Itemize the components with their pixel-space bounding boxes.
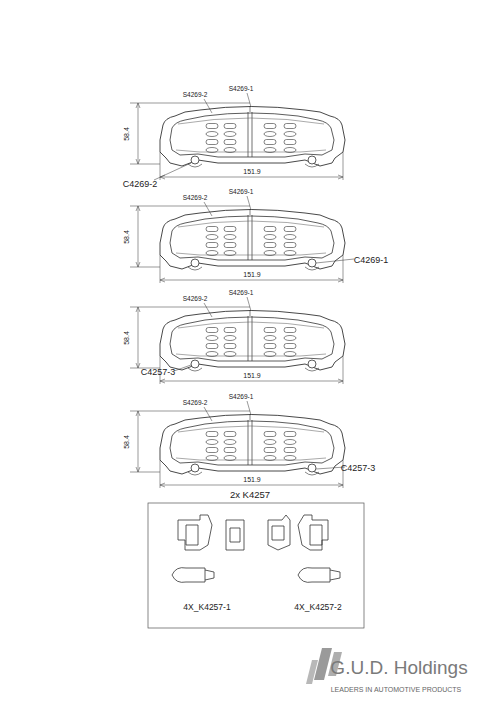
brand-name: G.U.D. Holdings (330, 658, 467, 677)
dimension: 151.9 (243, 168, 261, 175)
dimension: 151.9 (243, 271, 261, 278)
shim-label: S4269-1 (229, 394, 254, 401)
callout-number: C4269-1 (354, 256, 389, 265)
shim-label: S4269-2 (183, 400, 208, 407)
kit-frame (148, 503, 364, 628)
brake-pad (130, 93, 345, 180)
dimension: 58.4 (123, 127, 130, 141)
callout-number: C4257-3 (341, 464, 376, 473)
callout-number: C4269-2 (123, 180, 158, 189)
abutment-clips (172, 515, 340, 582)
brake-pad (130, 401, 345, 488)
kit-label: 2x K4257 (230, 490, 270, 500)
shim-label: S4269-1 (229, 189, 254, 196)
callout-number: C4257-3 (141, 368, 176, 377)
kit-label: 4X_K4257-1 (183, 603, 230, 612)
dimension: 151.9 (243, 372, 261, 379)
brand-tagline: LEADERS IN AUTOMOTIVE PRODUCTS (331, 686, 462, 693)
shim-label: S4269-1 (229, 86, 254, 93)
shim-label: S4269-2 (183, 92, 208, 99)
dimension: 151.9 (243, 476, 261, 483)
shim-label: S4269-2 (183, 296, 208, 303)
shim-label: S4269-2 (183, 195, 208, 202)
kit-label: 4X_K4257-2 (294, 603, 341, 612)
brake-pad (130, 196, 345, 283)
dimension: 58.4 (123, 331, 130, 345)
dimension: 58.4 (123, 230, 130, 244)
brake-pad (130, 297, 345, 384)
shim-label: S4269-1 (229, 290, 254, 297)
dimension: 58.4 (123, 435, 130, 449)
